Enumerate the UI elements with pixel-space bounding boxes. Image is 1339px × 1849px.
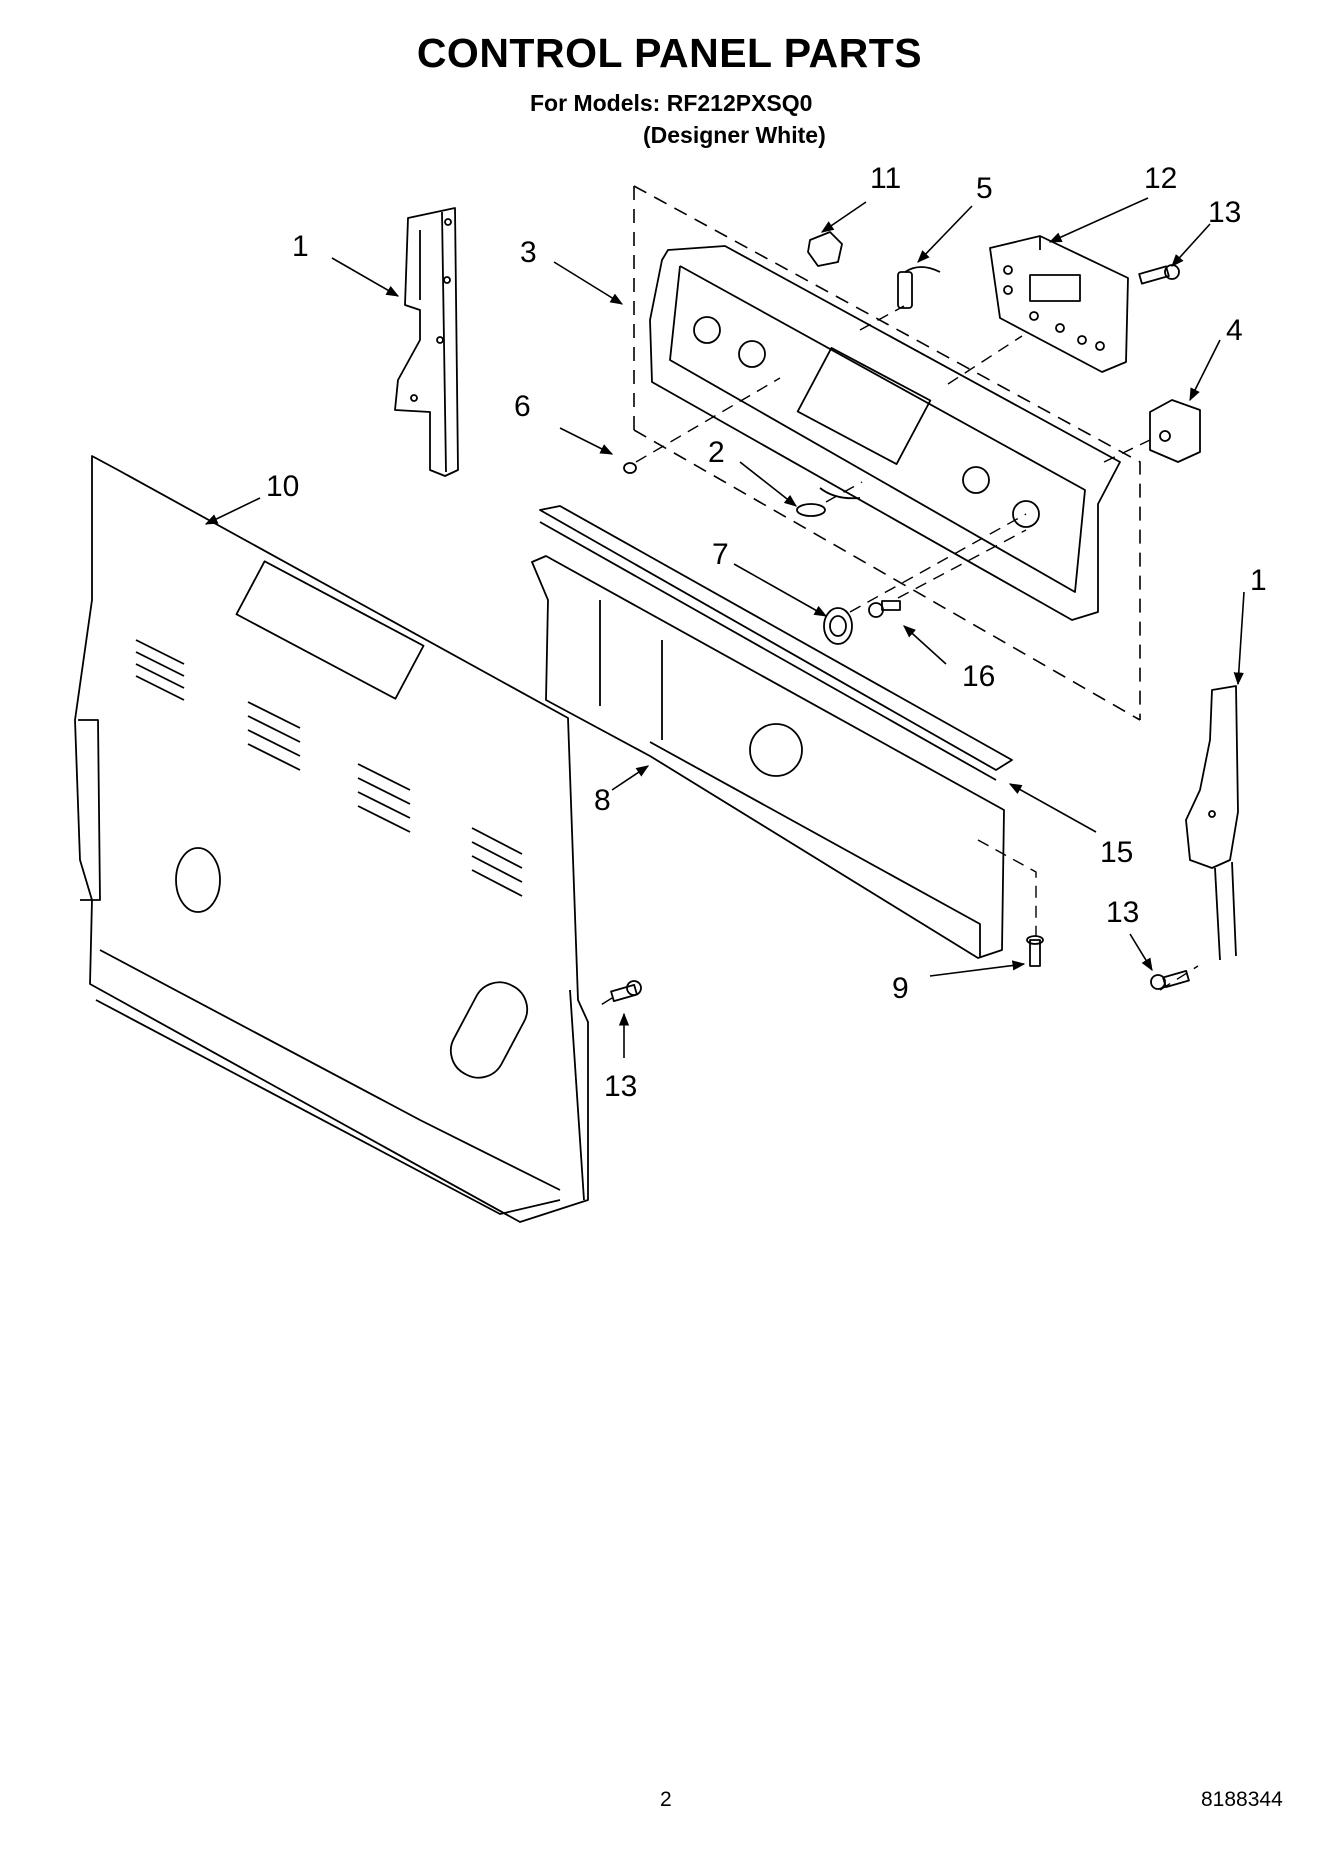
control-console: [649, 245, 1121, 621]
louvres-group-2: [247, 701, 301, 771]
variant-line: (Designer White): [643, 122, 826, 148]
document-number: 8188344: [1201, 1788, 1283, 1811]
console-dashed-outline: [633, 185, 1141, 721]
side-bracket-left: [394, 207, 459, 477]
callout-4: 4: [1226, 314, 1243, 347]
callout-8: 8: [594, 784, 611, 817]
callout-arrows: [204, 197, 1245, 1058]
screw-right: [1150, 969, 1190, 990]
assembly-lines: [595, 305, 1199, 1009]
louvres-group-3: [357, 763, 411, 833]
rear-panel: [74, 455, 589, 1223]
page-number: 2: [660, 1788, 672, 1811]
small-clip-part: [807, 231, 843, 267]
screw-16: [868, 600, 901, 618]
screw-bottom: [610, 980, 642, 1003]
callout-1-right: 1: [1250, 564, 1267, 597]
callout-11: 11: [870, 162, 901, 195]
callout-1-left: 1: [292, 230, 309, 263]
page-title: CONTROL PANEL PARTS: [416, 30, 923, 76]
callout-12: 12: [1144, 162, 1177, 195]
wire-sensor-part: [897, 266, 941, 309]
callout-3: 3: [520, 236, 537, 269]
callout-9: 9: [892, 972, 909, 1005]
callout-13-top: 13: [1208, 196, 1241, 229]
callout-2: 2: [708, 436, 725, 469]
callout-13-bottom: 13: [604, 1070, 637, 1103]
callout-16: 16: [962, 660, 995, 693]
electronic-control-board: [989, 235, 1129, 373]
small-screw-6: [623, 462, 637, 474]
louvres-group-4: [471, 827, 523, 897]
screw-9: [1026, 935, 1044, 967]
models-line: For Models: RF212PXSQ0: [530, 90, 813, 116]
callout-5: 5: [976, 172, 993, 205]
callout-7: 7: [712, 538, 729, 571]
callout-10: 10: [266, 470, 299, 503]
knob: [823, 607, 853, 645]
screw-top: [1138, 264, 1180, 285]
callout-15: 15: [1100, 836, 1133, 869]
lower-panel: [531, 555, 1005, 959]
side-bracket-right: [1185, 685, 1239, 961]
trim-strip: [539, 505, 1013, 781]
louvres-group-1: [135, 639, 185, 701]
callout-13-right: 13: [1106, 896, 1139, 929]
callout-6: 6: [514, 390, 531, 423]
terminal-block: [1149, 399, 1201, 463]
